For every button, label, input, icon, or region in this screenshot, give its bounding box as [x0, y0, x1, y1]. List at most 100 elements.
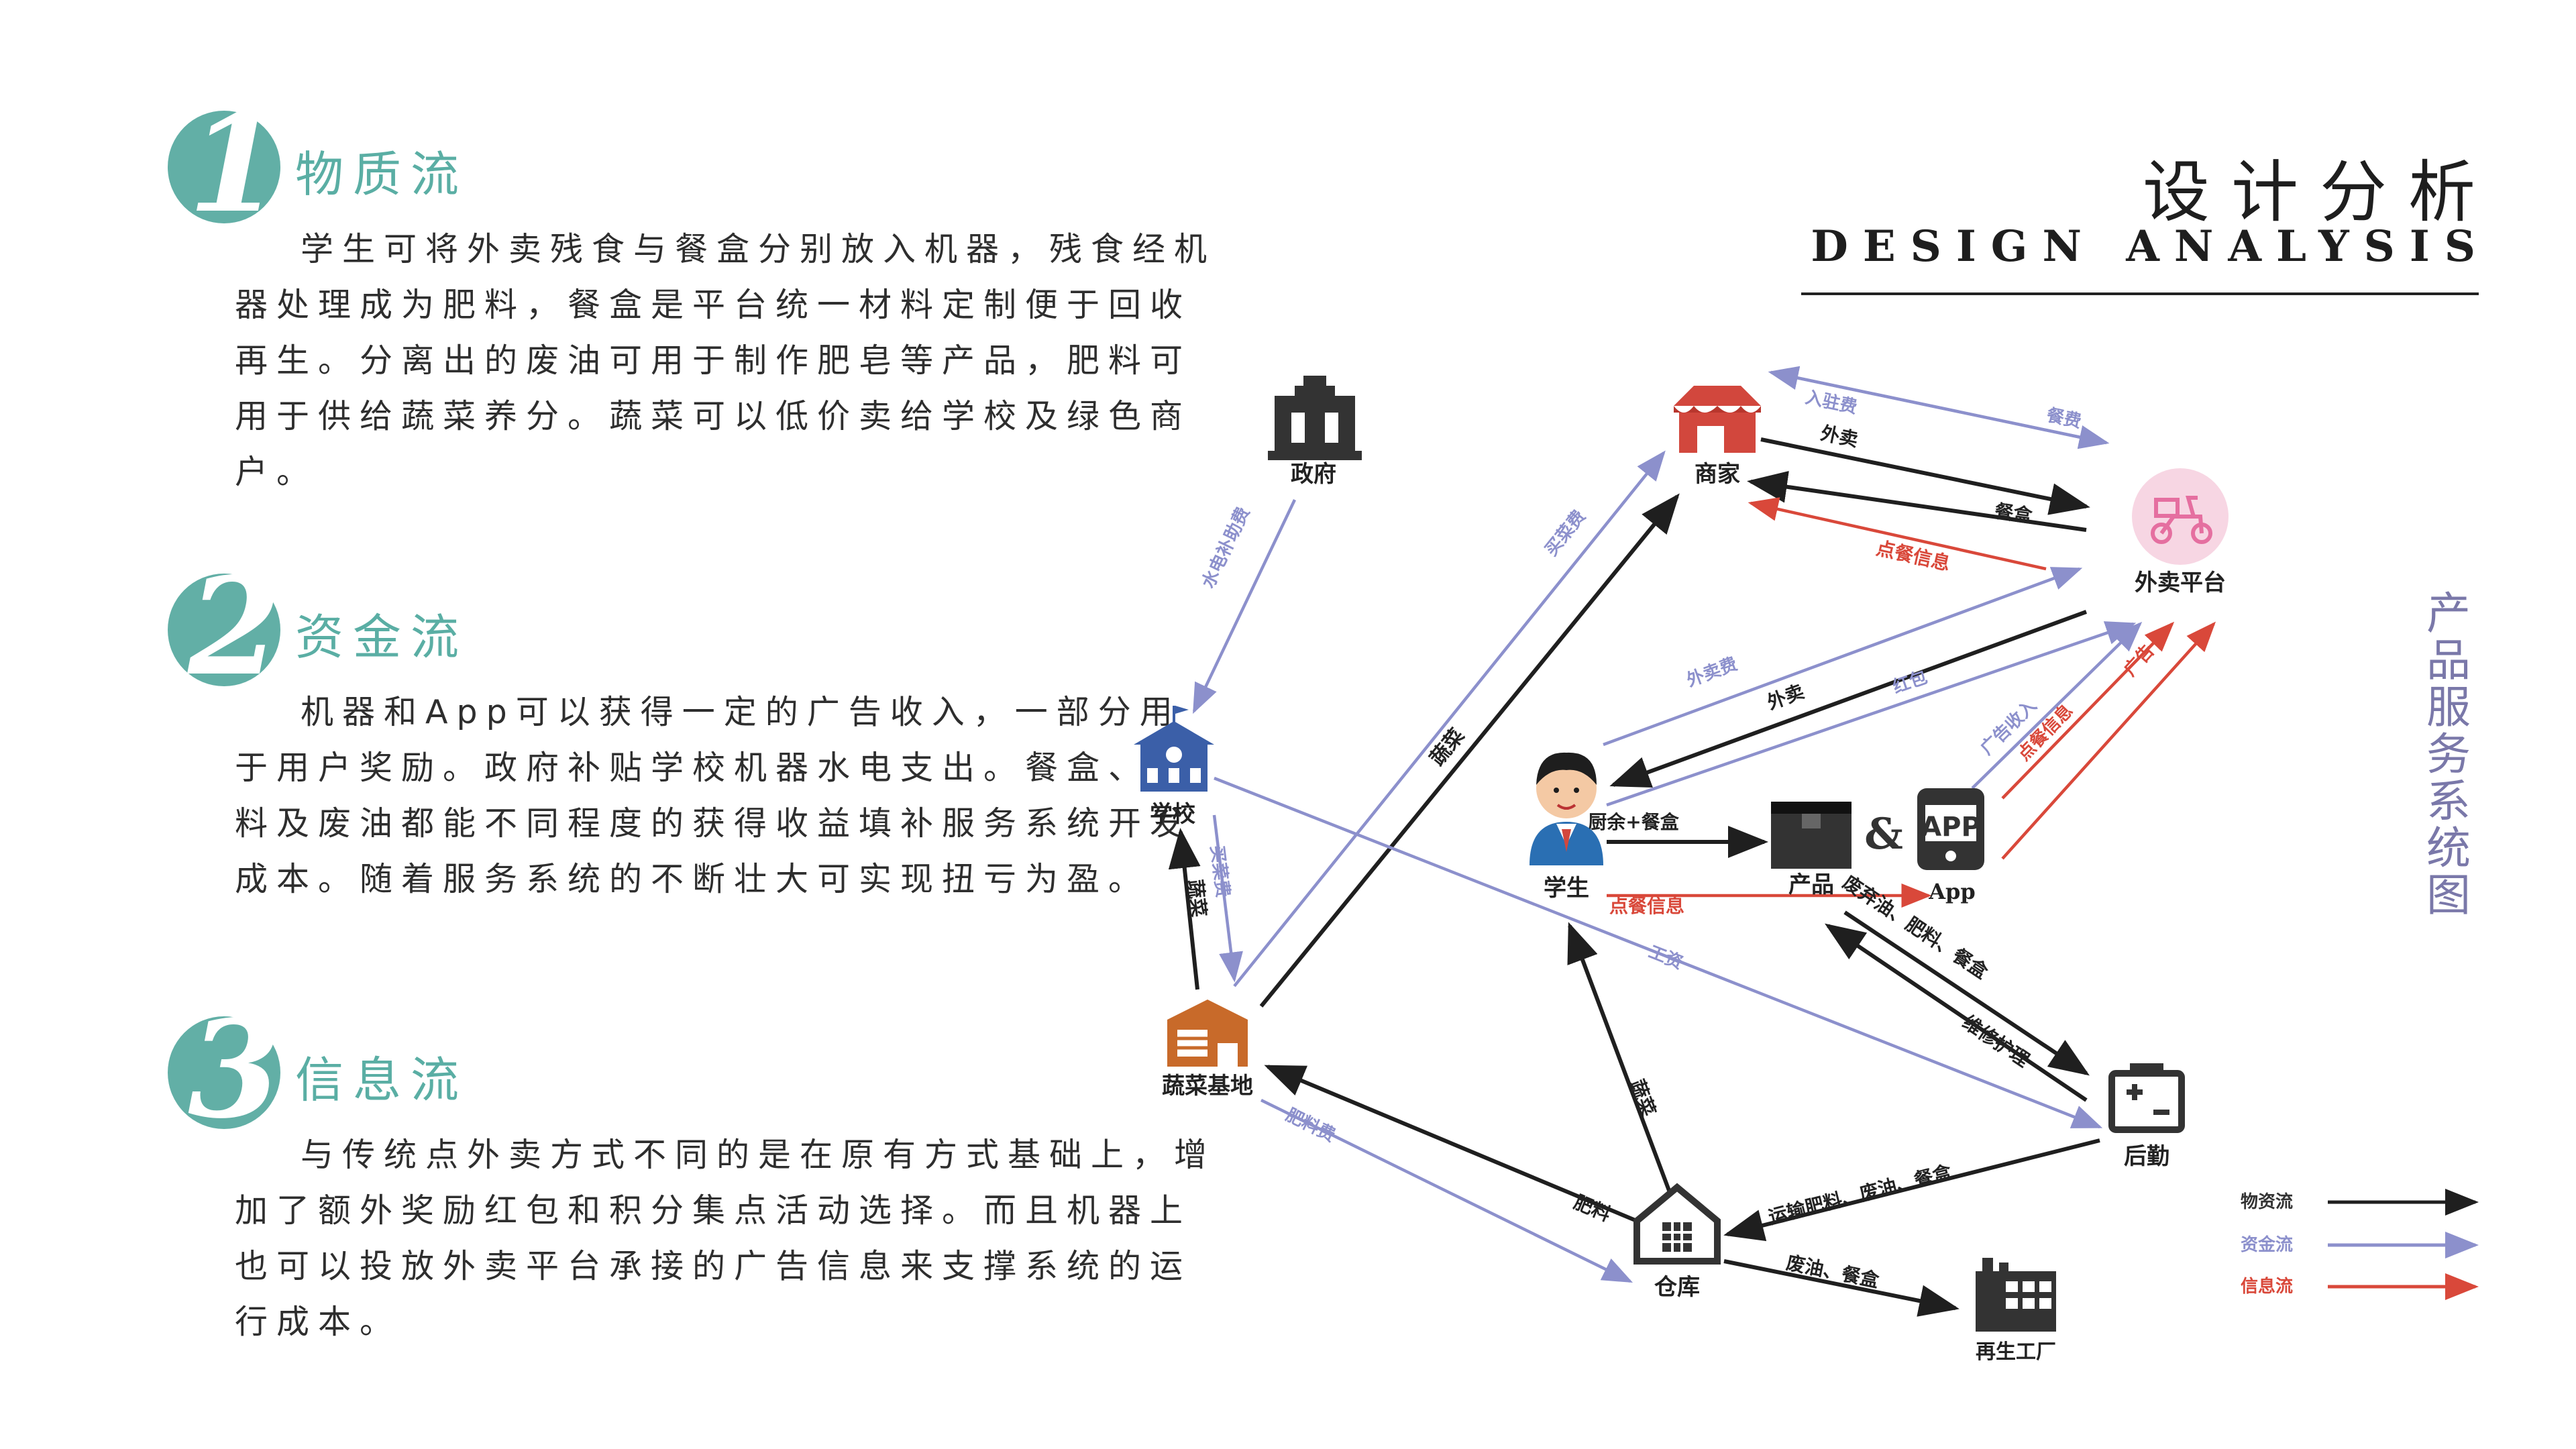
node-app: APP App — [1917, 788, 1984, 904]
node-label: App — [1928, 879, 1976, 904]
edge-label: 点餐信息 — [1874, 537, 1953, 575]
edge-label: 运输肥料、废油、餐盒 — [1766, 1161, 1955, 1228]
vertical-title-char: 系 — [2426, 775, 2471, 827]
section-title: 物质流 — [295, 146, 469, 203]
edge-money: 买菜费 — [1233, 450, 1666, 987]
edge-material: 运输肥料、废油、餐盒 — [1723, 1138, 2100, 1242]
delivery-scooter-icon — [2132, 468, 2229, 565]
section-body: 机器和App可以获得一定的广告收入，一部分用于用户奖励。政府补贴学校机器水电支出… — [235, 693, 1192, 898]
edge-arrow — [1259, 493, 1680, 1008]
number-badge-3: 3 — [168, 1003, 281, 1137]
node-label: 后勤 — [2124, 1143, 2169, 1170]
legend-item-money: 资金流 — [2241, 1232, 2479, 1258]
vertical-title-char: 统 — [2426, 822, 2471, 874]
section-title: 资金流 — [295, 609, 469, 665]
page-title: 设计分析 — [2143, 153, 2497, 231]
section-title: 信息流 — [295, 1052, 469, 1108]
node-recycling-factory: 再生工厂 — [1976, 1258, 2056, 1364]
node-label: 学生 — [1544, 875, 1589, 902]
node-label: 外卖平台 — [2135, 570, 2226, 596]
section-body: 学生可将外卖残食与餐盒分别放入机器，残食经机器处理成为肥料，餐盒是平台统一材料定… — [235, 230, 1216, 491]
edge-material: 蔬菜 — [1567, 922, 1672, 1195]
legend-item-info: 信息流 — [2241, 1273, 2479, 1300]
section-body: 与传统点外卖方式不同的是在原有方式基础上，增加了额外奖励红包和积分集点活动选择。… — [235, 1136, 1216, 1341]
edge-material: 废油、餐盒 — [1723, 1252, 1960, 1317]
edge-arrow — [1770, 370, 2110, 449]
edge-arrow — [1748, 497, 2047, 571]
edge-material: 蔬菜 — [1259, 493, 1680, 1008]
edge-label: 餐费 — [2045, 405, 2083, 432]
node-label: 学校 — [1150, 801, 1195, 828]
edge-label: 点餐信息 — [1609, 895, 1684, 917]
edge-money: 肥料费 — [1260, 1098, 1633, 1283]
node-school: 学校 — [1134, 706, 1214, 828]
edge-label: 水电补助费 — [1198, 504, 1254, 591]
edge-label: 餐盒 — [1993, 500, 2034, 527]
edge-arrow — [1603, 567, 2083, 747]
edge-label: 外卖 — [1819, 422, 1860, 451]
legend-label: 物资流 — [2241, 1192, 2293, 1212]
edge-label: 外卖费 — [1684, 654, 1740, 691]
edge-label: 广告 — [2121, 641, 2159, 680]
legend-item-material: 物资流 — [2241, 1189, 2479, 1216]
edge-label: 肥料费 — [1283, 1105, 1338, 1146]
edge-arrow — [1606, 621, 2137, 807]
edge-arrow — [1609, 610, 2088, 788]
edge-arrow — [1971, 621, 2143, 790]
node-platform: 外卖平台 — [2132, 468, 2229, 596]
edge-material: 肥料 — [1264, 1065, 1638, 1226]
edge-material: 外卖 — [1760, 422, 2090, 515]
node-product: 产品 — [1771, 802, 1851, 898]
edge-label: 外卖 — [1764, 680, 1807, 714]
edge-material: 蔬菜 — [1168, 828, 1210, 990]
edge-money: 买菜费 — [1206, 814, 1243, 983]
edge-material: 外卖 — [1609, 610, 2088, 788]
node-vegetable-base: 蔬菜基地 — [1162, 1000, 1253, 1099]
edge-arrow — [2001, 621, 2175, 800]
edge-arrow — [2001, 621, 2216, 860]
number-badge-2: 2 — [168, 560, 281, 694]
edge-arrow — [1233, 450, 1666, 987]
edge-label: 买菜费 — [1206, 844, 1232, 898]
page-subtitle: DESIGN ANALYSIS — [1811, 221, 2490, 272]
node-warehouse: 仓库 — [1633, 1183, 1721, 1301]
edge-label: 工资 — [1646, 942, 1685, 973]
logistics-kit-icon — [2108, 1063, 2185, 1133]
warehouse-icon — [1633, 1183, 1721, 1265]
vertical-title-char: 图 — [2426, 869, 2471, 921]
nodes-layer: 政府 商家 外卖平台 — [1134, 376, 2229, 1364]
vertical-title-char: 产 — [2426, 588, 2471, 639]
node-label: 蔬菜基地 — [1162, 1073, 1253, 1099]
vertical-title: 产品服务系统图 — [2418, 590, 2479, 919]
node-government: 政府 — [1268, 376, 1362, 488]
edge-arrow — [1843, 910, 2090, 1076]
node-merchant: 商家 — [1674, 386, 1761, 488]
vertical-title-char: 服 — [2426, 682, 2471, 733]
factory-icon — [1976, 1258, 2056, 1332]
number-badge-1: 1 — [168, 97, 281, 231]
edge-label: 废油、餐盒 — [1784, 1252, 1882, 1292]
app-phone-icon: APP — [1917, 788, 1984, 870]
storefront-icon — [1674, 386, 1761, 453]
legend: 物资流 资金流 信息流 — [2241, 1189, 2479, 1300]
node-student: 学生 — [1529, 752, 1603, 902]
node-label: 仓库 — [1654, 1274, 1700, 1301]
svg-text:APP: APP — [1921, 812, 1981, 843]
school-building-icon — [1134, 706, 1214, 792]
farm-barn-icon — [1167, 1000, 1248, 1067]
vertical-title-char: 品 — [2426, 635, 2471, 686]
edge-money: 水电补助费 — [1192, 499, 1297, 714]
edge-label: 红包 — [1890, 667, 1930, 698]
legend-label: 资金流 — [2241, 1234, 2293, 1255]
edge-material: 厨余+餐盒 — [1588, 811, 1768, 858]
edge-material: 餐盒 — [1747, 470, 2087, 532]
edge-label: 厨余+餐盒 — [1588, 811, 1679, 833]
edge-arrow — [1192, 499, 1297, 714]
node-label: 政府 — [1291, 461, 1336, 488]
node-logistics: 后勤 — [2108, 1063, 2185, 1170]
ampersand: & — [1864, 809, 1903, 859]
edge-arrow — [1747, 470, 2087, 532]
legend-label: 信息流 — [2241, 1276, 2293, 1297]
machine-box-icon — [1771, 802, 1851, 869]
